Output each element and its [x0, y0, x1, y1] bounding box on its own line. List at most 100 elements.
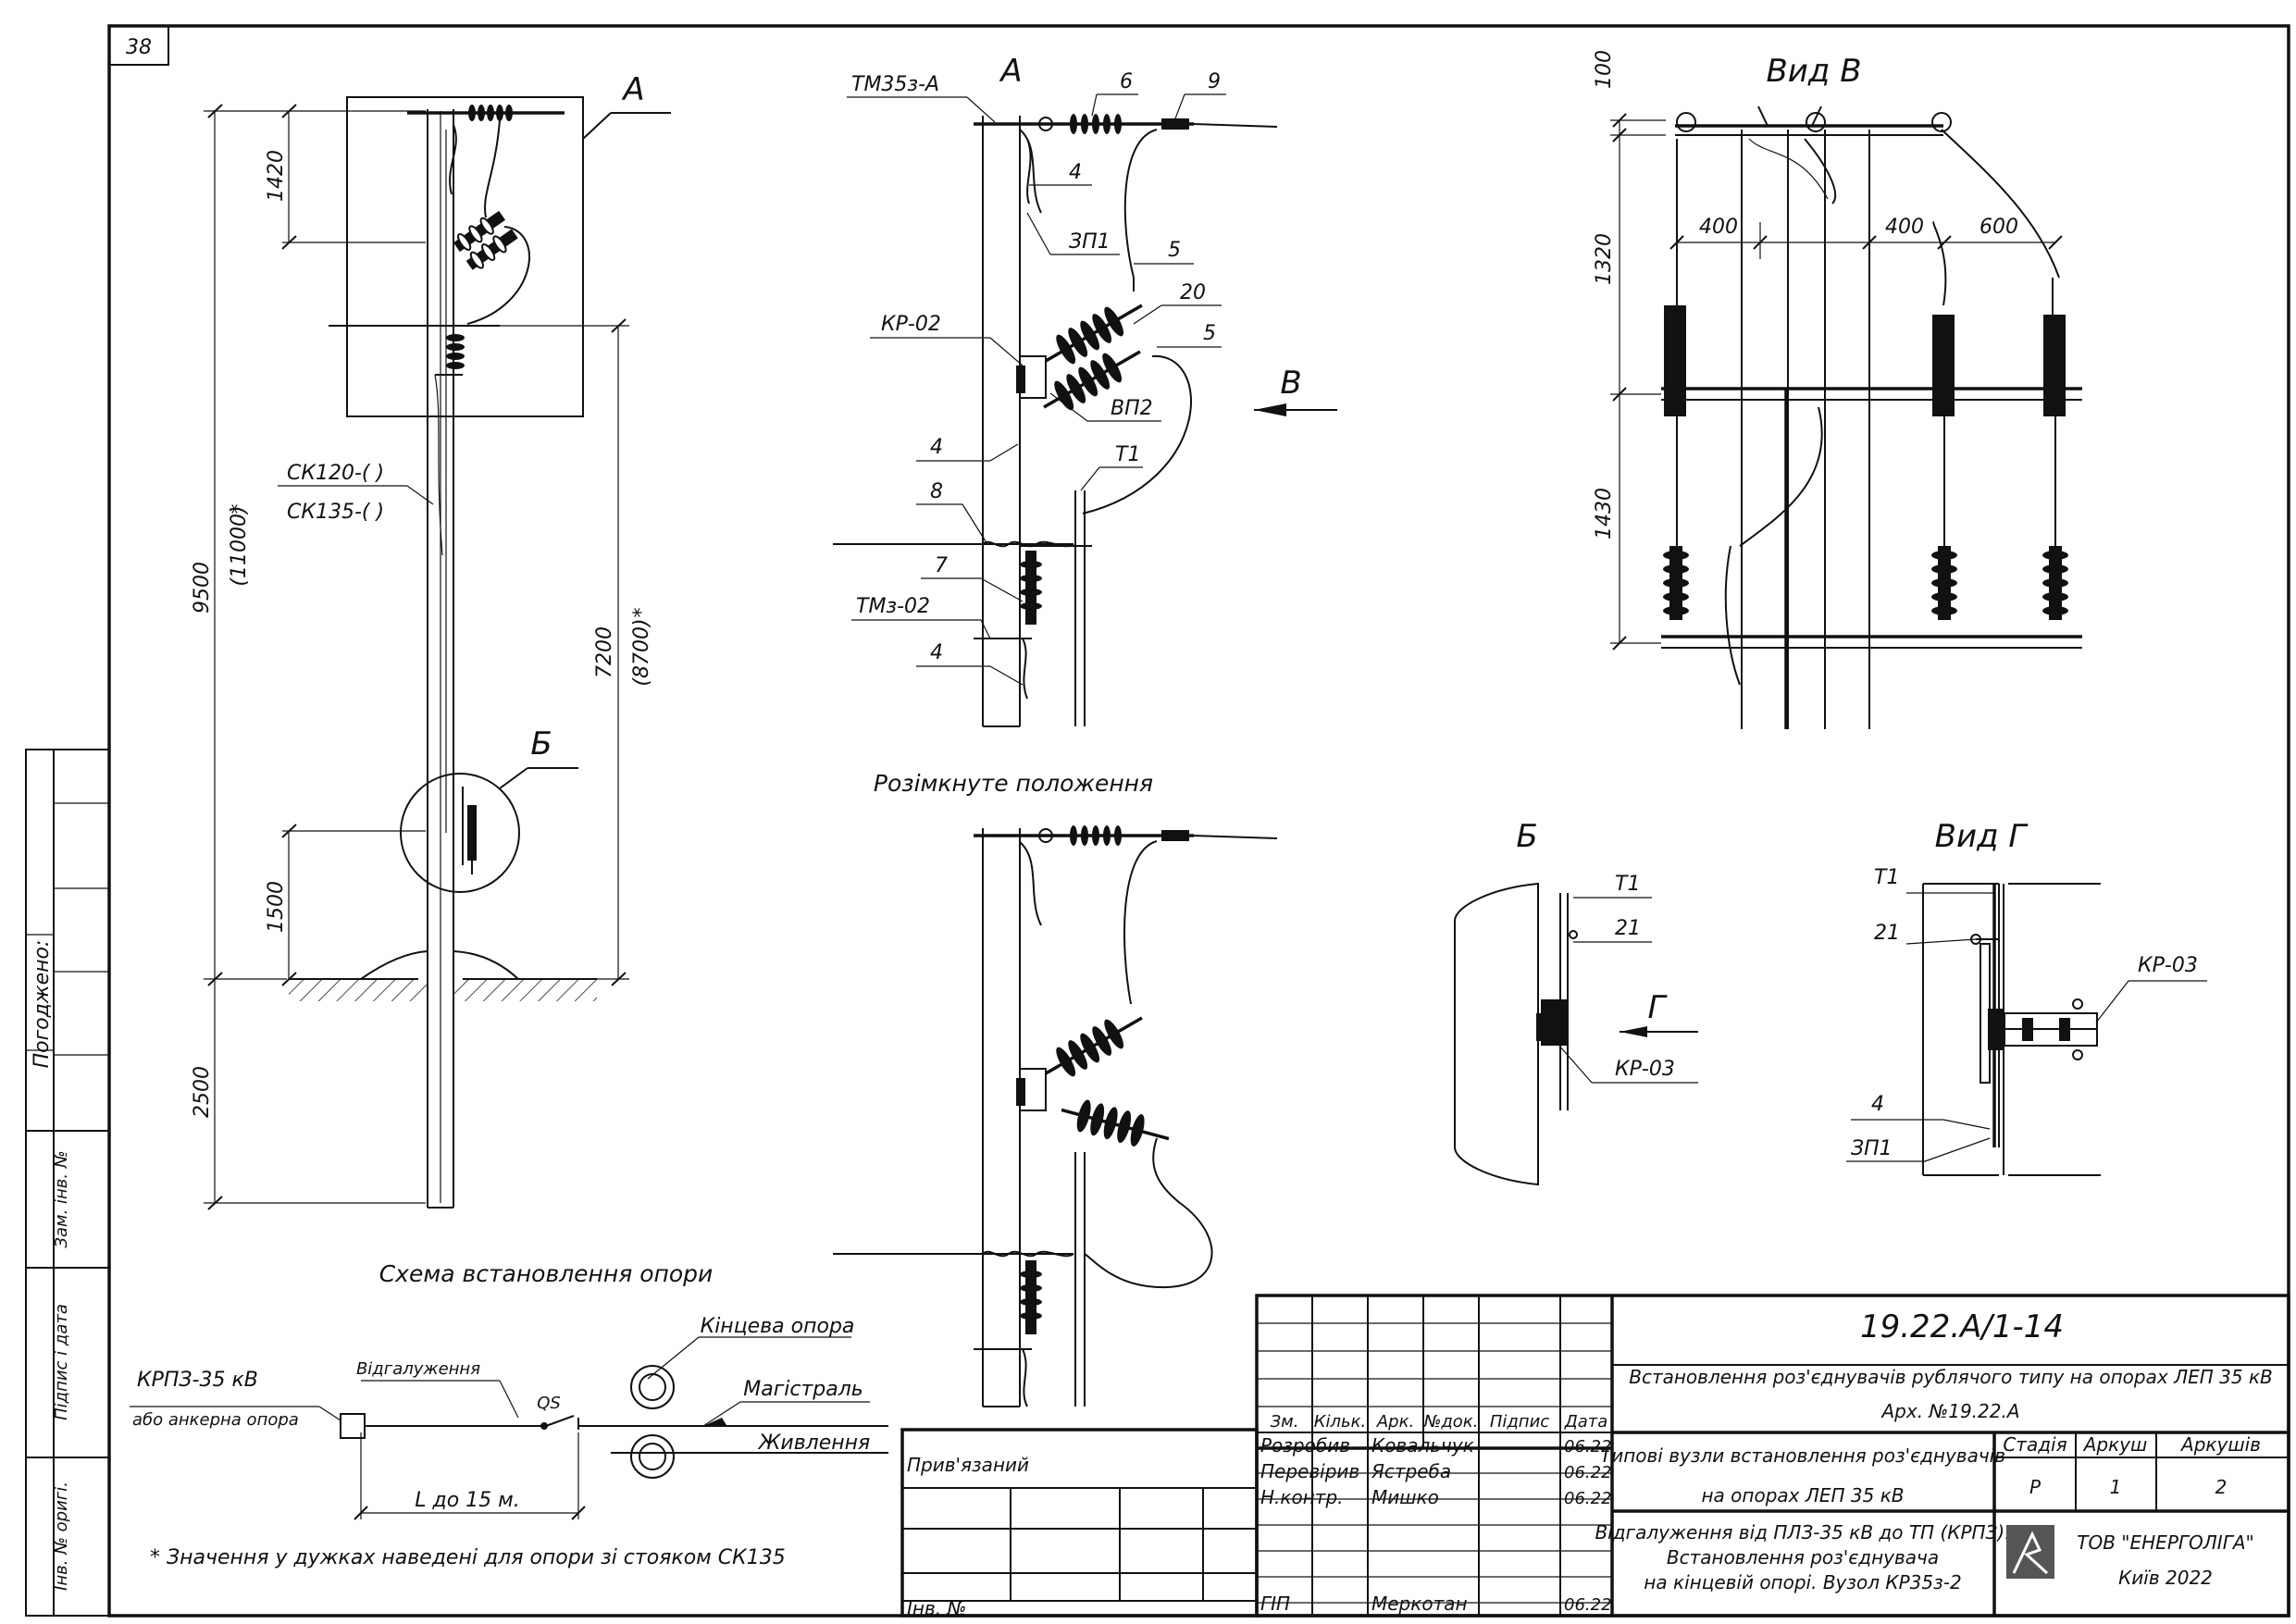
dim-2500: 2500 — [191, 1066, 214, 1118]
dim-1500: 1500 — [265, 881, 288, 933]
tb-arch: Арх. №19.22.А — [1880, 1400, 2019, 1422]
tb-sheet-h: Аркуш — [2082, 1433, 2148, 1456]
arrow-b-label: В — [1280, 365, 1301, 402]
tb-name-1: Ковальчук — [1371, 1434, 1474, 1457]
view-v-title: Вид В — [1766, 53, 1861, 90]
arrow-g-label: Г — [1648, 989, 1669, 1026]
label-5a: 5 — [1168, 239, 1181, 262]
installation-scheme: Схема встановлення опори КРПЗ-35 кВ або … — [130, 1260, 888, 1569]
scheme-note: * Значення у дужках наведені для опори з… — [150, 1546, 786, 1569]
dim-1430: 1430 — [1593, 488, 1616, 539]
tb-name-2: Ястреба — [1371, 1460, 1451, 1482]
view-g-title: Вид Г — [1935, 818, 2029, 855]
tb-role-1: Розробив — [1260, 1434, 1350, 1457]
label-vp2: ВП2 — [1111, 397, 1153, 420]
tb-h-sign: Підпис — [1490, 1412, 1549, 1432]
replaced-inv-label: Зам. інв. № — [52, 1150, 71, 1247]
open-position-view: Розімкнуте положення — [833, 770, 1278, 1407]
label-tm35z-a: ТМ35з-А — [851, 73, 939, 96]
tb-desc-1: Відгалуження від ПЛЗ-35 кВ до ТП (КРПЗ). — [1595, 1521, 2010, 1543]
dim-400-b: 400 — [1885, 216, 1924, 239]
scheme-main: Магістраль — [743, 1378, 863, 1401]
label-4a: 4 — [1069, 161, 1082, 184]
tb-h-zm: Зм. — [1271, 1412, 1299, 1432]
scheme-branch: Відгалуження — [356, 1359, 480, 1379]
pole-label-1: СК120-( ) — [287, 462, 384, 485]
scheme-feed: Живлення — [757, 1432, 871, 1455]
tb-date-3: 06.22 — [1564, 1489, 1612, 1508]
tb-bound: Прив'язаний — [907, 1454, 1029, 1476]
dim-star-1: * — [228, 504, 251, 514]
scheme-qs: QS — [537, 1394, 561, 1413]
tb-h-doc: №док. — [1423, 1412, 1479, 1432]
tb-city: Київ 2022 — [2118, 1567, 2213, 1589]
orig-inv-label: Інв. № оригі. — [52, 1481, 71, 1591]
view-g-kr03: КР-03 — [2138, 954, 2198, 977]
label-t1: Т1 — [1115, 443, 1140, 466]
tb-sheets: 2 — [2215, 1476, 2228, 1498]
open-position-title: Розімкнуте положення — [874, 770, 1153, 797]
dim-star-2: * — [630, 608, 653, 618]
side-strip: Погоджено: Зам. інв. № Підпис і дата Інв… — [25, 749, 110, 1617]
tb-h-date: Дата — [1564, 1412, 1608, 1432]
tb-code: 19.22.А/1-14 — [1860, 1308, 2064, 1345]
tb-date-4: 06.22 — [1564, 1595, 1612, 1615]
dim-600: 600 — [1980, 216, 2018, 239]
tb-name-4: Меркотан — [1371, 1593, 1468, 1615]
label-5b: 5 — [1203, 322, 1216, 345]
callout-b-label: Б — [530, 725, 552, 762]
dim-100: 100 — [1593, 50, 1616, 89]
scheme-krpz: КРПЗ-35 кВ — [137, 1369, 258, 1392]
dim-400-a: 400 — [1699, 216, 1738, 239]
view-g-21: 21 — [1874, 922, 1900, 945]
label-7: 7 — [935, 554, 948, 577]
left-pole-view: А Б СК120-( ) СК135-( ) — [191, 71, 671, 1210]
view-g-t1: Т1 — [1874, 866, 1899, 889]
scheme-or-anchor: або анкерна опора — [132, 1410, 299, 1430]
tb-desc-2: Встановлення роз'єднувача — [1667, 1546, 1939, 1568]
label-zp1: ЗП1 — [1069, 230, 1111, 254]
label-9: 9 — [1208, 70, 1221, 93]
tb-section-2: на опорах ЛЕП 35 кВ — [1701, 1484, 1904, 1506]
detail-b-kr03: КР-03 — [1615, 1058, 1675, 1081]
detail-b-21: 21 — [1615, 917, 1641, 940]
detail-b-view: Б Т1 21 Г КР-03 — [1454, 818, 1698, 1186]
view-g-4: 4 — [1871, 1093, 1884, 1116]
label-20: 20 — [1180, 281, 1206, 304]
scheme-end-pole: Кінцева опора — [701, 1315, 855, 1338]
dim-9500: 9500 — [191, 562, 214, 614]
title-block: Зм. Кільк. Арк. №док. Підпис Дата Розроб… — [900, 1294, 2290, 1619]
scheme-length: L до 15 м. — [415, 1489, 520, 1512]
company-logo — [2006, 1525, 2054, 1579]
left-dimensions: 1420 9500 (11000) * 1500 2500 7200 (8700… — [191, 104, 653, 1210]
view-v: Вид В — [1593, 50, 2082, 729]
dim-11000: (11000) — [228, 505, 251, 586]
tb-role-2: Перевірив — [1260, 1460, 1359, 1482]
dim-7200: 7200 — [593, 626, 616, 678]
dim-1420: 1420 — [265, 150, 288, 202]
tb-section-1: Типові вузли встановлення роз'єднувачів — [1600, 1444, 2005, 1467]
tb-title: Встановлення роз'єднувачів рублячого тип… — [1629, 1366, 2273, 1388]
tb-role-4: ГІП — [1260, 1593, 1290, 1615]
label-6: 6 — [1120, 70, 1133, 93]
dim-8700: (8700) — [630, 618, 653, 686]
tb-date-1: 06.22 — [1564, 1437, 1612, 1457]
tb-role-3: Н.контр. — [1260, 1486, 1344, 1508]
tb-inv: Інв. № — [907, 1597, 966, 1619]
tb-date-2: 06.22 — [1564, 1463, 1612, 1482]
tb-h-kilk: Кільк. — [1314, 1412, 1367, 1432]
label-tmz02: ТМз-02 — [856, 595, 930, 618]
tb-sheets-h: Аркушів — [2179, 1433, 2261, 1456]
tb-h-ark: Арк. — [1376, 1412, 1414, 1432]
label-kr02: КР-02 — [881, 313, 941, 336]
agreed-label: Погоджено: — [31, 940, 54, 1069]
sign-date-label: Підпис і дата — [52, 1304, 71, 1420]
tb-name-3: Мишко — [1371, 1486, 1439, 1508]
callout-a-label: А — [621, 71, 644, 108]
scheme-title: Схема встановлення опори — [379, 1260, 714, 1287]
detail-b-t1: Т1 — [1615, 873, 1640, 896]
tb-stage-h: Стадія — [2003, 1433, 2066, 1456]
label-4c: 4 — [930, 641, 943, 664]
tb-desc-3: на кінцевій опорі. Вузол КР35з-2 — [1644, 1571, 1961, 1593]
